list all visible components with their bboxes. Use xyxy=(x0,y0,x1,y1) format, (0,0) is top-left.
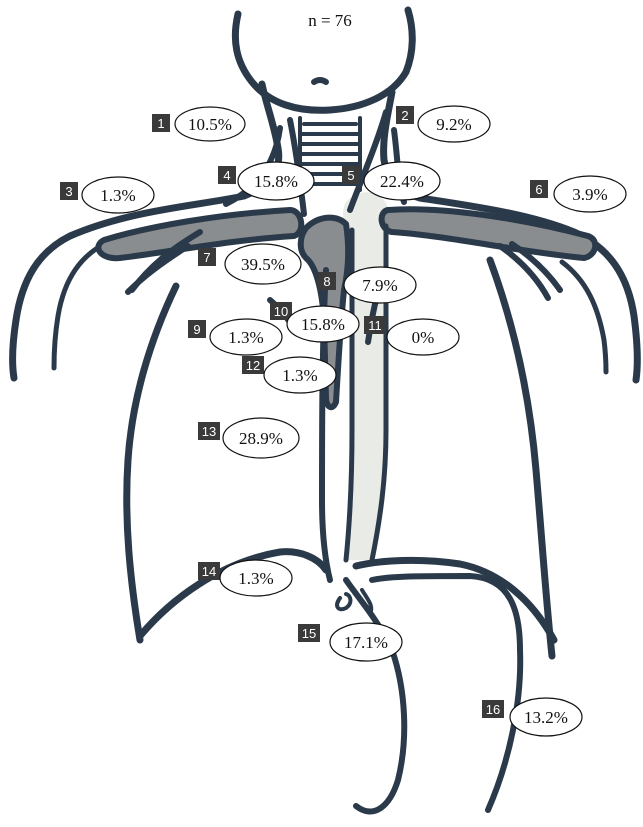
site-number-16: 16 xyxy=(486,702,500,717)
site-number-10: 10 xyxy=(274,304,288,319)
site-percent-12: 1.3% xyxy=(282,366,317,385)
site-number-6: 6 xyxy=(535,182,542,197)
right-subclavian-vein xyxy=(382,209,596,258)
site-number-2: 2 xyxy=(401,108,408,123)
site-number-9: 9 xyxy=(193,322,200,337)
site-number-13: 13 xyxy=(202,424,216,439)
site-labels: 1 10.5% 2 9.2% 3 1.3% 4 15.8% 5 22.4% 6 … xyxy=(60,106,626,736)
site-percent-7: 39.5% xyxy=(241,255,285,274)
left-arm-inner xyxy=(54,240,112,368)
site-percent-8: 7.9% xyxy=(362,276,397,295)
site-percent-10: 15.8% xyxy=(301,315,345,334)
torso-left xyxy=(127,286,176,640)
sample-size-label: n = 76 xyxy=(308,11,352,30)
site-number-11: 11 xyxy=(368,318,382,333)
nose-mark xyxy=(314,80,326,82)
site-number-4: 4 xyxy=(223,168,230,183)
site-number-15: 15 xyxy=(302,626,316,641)
site-percent-1: 10.5% xyxy=(188,115,232,134)
knot-15a xyxy=(337,594,350,609)
ivc-lower xyxy=(346,580,404,812)
site-number-14: 14 xyxy=(202,564,216,579)
site-percent-4: 15.8% xyxy=(254,172,298,191)
site-number-5: 5 xyxy=(347,168,354,183)
site-percent-9: 1.3% xyxy=(228,328,263,347)
site-percent-6: 3.9% xyxy=(572,185,607,204)
site-number-7: 7 xyxy=(203,250,210,265)
site-percent-3: 1.3% xyxy=(100,186,135,205)
site-number-3: 3 xyxy=(65,184,72,199)
site-percent-15: 17.1% xyxy=(344,633,388,652)
right-arm-inner xyxy=(562,262,606,372)
site-percent-11: 0% xyxy=(412,328,435,347)
portal-branch xyxy=(372,576,520,810)
site-number-8: 8 xyxy=(323,274,330,289)
site-number-1: 1 xyxy=(157,116,164,131)
site-percent-13: 28.9% xyxy=(239,429,283,448)
site-percent-5: 22.4% xyxy=(380,172,424,191)
site-percent-14: 1.3% xyxy=(238,569,273,588)
site-number-12: 12 xyxy=(246,358,260,373)
site-percent-16: 13.2% xyxy=(524,708,568,727)
site-percent-2: 9.2% xyxy=(436,115,471,134)
